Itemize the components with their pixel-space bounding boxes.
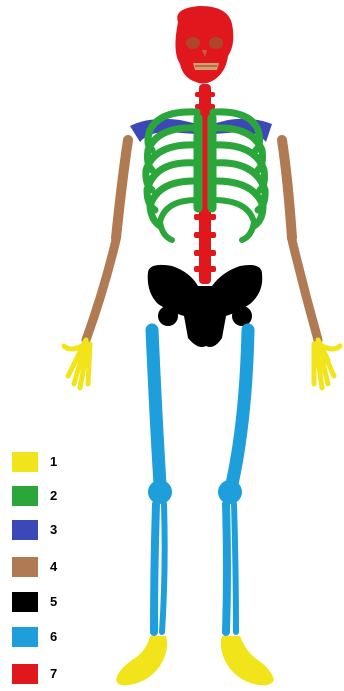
legs (148, 330, 248, 632)
legend-label: 7 (50, 666, 57, 681)
legend-label: 1 (50, 454, 57, 469)
skull (175, 6, 233, 84)
legend-label: 5 (50, 594, 57, 609)
legend-item-4: 4 (12, 557, 92, 579)
legend-item-6: 6 (12, 627, 92, 649)
legend-label: 4 (50, 559, 57, 574)
legend-swatch (12, 520, 38, 540)
legend-item-3: 3 (12, 520, 92, 542)
legend-label: 6 (50, 629, 57, 644)
legend-label: 2 (50, 488, 57, 503)
legend-label: 3 (50, 522, 57, 537)
legend-swatch (12, 452, 38, 472)
legend-item-5: 5 (12, 592, 92, 614)
legend-swatch (12, 664, 38, 684)
legend-item-2: 2 (12, 486, 92, 508)
hands (64, 340, 340, 388)
legend-item-7: 7 (12, 664, 92, 686)
feet (116, 636, 274, 685)
legend-swatch (12, 557, 38, 577)
legend: 1 2 3 4 5 6 7 (0, 0, 100, 691)
legend-swatch (12, 486, 38, 506)
legend-item-1: 1 (12, 452, 92, 474)
legend-swatch (12, 592, 38, 612)
legend-swatch (12, 627, 38, 647)
